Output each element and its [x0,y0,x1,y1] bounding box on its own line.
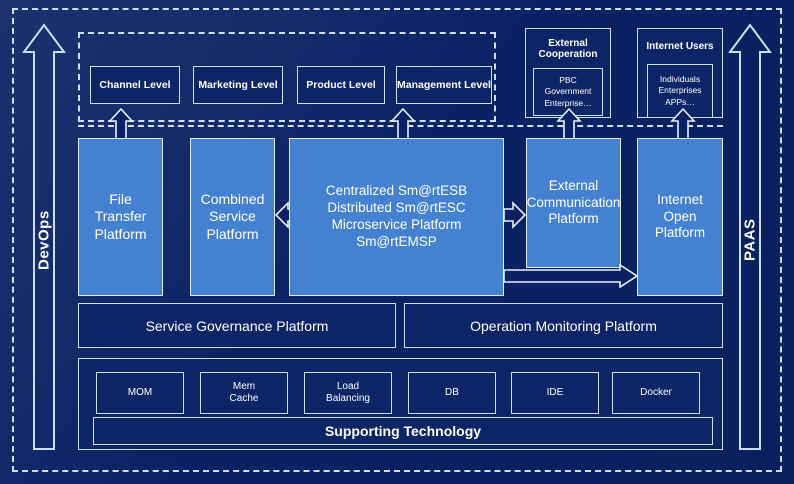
service-governance-platform-label: Service Governance Platform [145,317,329,334]
platform-internet-open-line-1: Internet [657,191,703,207]
operation-monitoring-platform[interactable]: Operation Monitoring Platform [404,303,723,348]
platform-file-transfer[interactable]: File Transfer Platform [78,138,163,296]
supporting-tech-ide-line-1: IDE [546,386,564,398]
business-levels-group [78,32,496,122]
supporting-tech-mem-cache[interactable]: Mem Cache [200,372,288,414]
service-governance-platform[interactable]: Service Governance Platform [78,303,396,348]
platform-external-communication-line-2: Communication [526,194,621,210]
supporting-technology-banner-label: Supporting Technology [324,423,482,439]
platform-combined-service-line-1: Combined [200,190,265,207]
arrow-right-esb-to-internet-open [503,263,639,289]
arrow-up-to-management-level [390,107,416,142]
business-level-channel-label: Channel Level [99,79,171,91]
platform-centralized-esb-line-1: Centralized Sm@rtESB [325,183,468,199]
supporting-technology-banner[interactable]: Supporting Technology [93,417,713,445]
business-level-management[interactable]: Management Level [396,66,492,104]
devops-rail-arrow [22,23,66,450]
platform-centralized-esb[interactable]: Centralized Sm@rtESB Distributed Sm@rtES… [289,138,504,296]
external-cooperation-body: PBC Government Enterprise… [544,75,592,108]
platform-external-communication-line-1: External [548,177,599,193]
external-cooperation-title-wrap: External Cooperation [526,29,610,66]
platform-file-transfer-line-2: Transfer [94,208,147,225]
supporting-tech-ide[interactable]: IDE [511,372,599,414]
supporting-tech-mom-line-1: MOM [127,386,153,398]
supporting-tech-db-line-1: DB [445,386,459,398]
platform-combined-service[interactable]: Combined Service Platform [190,138,275,296]
supporting-tech-db[interactable]: DB [408,372,496,414]
internet-users-title-wrap: Internet Users [638,29,722,60]
devops-rail-label: DevOps [35,210,53,270]
supporting-tech-load-balancing[interactable]: Load Balancing [304,372,392,414]
platform-combined-service-line-2: Service [209,208,256,225]
internet-users-group[interactable]: Internet Users Individuals Enterprises A… [637,28,723,118]
business-level-channel[interactable]: Channel Level [90,66,180,104]
business-level-marketing[interactable]: Marketing Level [193,66,283,104]
supporting-tech-load-balancing-line-2: Balancing [326,393,370,404]
platform-external-communication[interactable]: External Communication Platform [526,138,621,268]
platform-file-transfer-line-3: Platform [94,225,147,242]
supporting-tech-docker[interactable]: Docker [612,372,700,414]
external-cooperation-title: External Cooperation [538,37,598,61]
supporting-tech-mom[interactable]: MOM [96,372,184,414]
business-level-marketing-label: Marketing Level [198,79,278,91]
external-cooperation-body-box: PBC Government Enterprise… [533,68,603,116]
supporting-tech-mem-cache-line-1: Mem [232,380,256,392]
platform-combined-service-line-3: Platform [206,225,259,242]
platform-internet-open-line-2: Open [663,208,697,224]
paas-rail-label: PAAS [741,218,759,262]
platform-centralized-esb-line-3: Microservice Platform Sm@rtEMSP [331,217,462,249]
internet-users-body: Individuals Enterprises APPs… [658,73,702,107]
business-level-management-label: Management Level [397,79,491,91]
platform-centralized-esb-line-2: Distributed Sm@rtESC [327,200,466,216]
business-level-product-label: Product Level [306,79,376,91]
supporting-tech-load-balancing-line-1: Load [336,380,360,392]
platform-internet-open-line-3: Platform [654,225,706,241]
supporting-tech-mem-cache-line-2: Cache [229,393,259,404]
outer-dashed-frame [12,8,782,472]
arrow-right-esb-to-external-comm [503,201,527,229]
internet-users-title: Internet Users [646,41,714,53]
arrow-up-to-internet-users [670,107,696,142]
external-cooperation-group[interactable]: External Cooperation PBC Government Ente… [525,28,611,118]
business-level-product[interactable]: Product Level [297,66,385,104]
arrow-up-to-external-cooperation [556,107,582,142]
operation-monitoring-platform-label: Operation Monitoring Platform [470,317,657,334]
supporting-tech-docker-line-1: Docker [640,386,672,398]
platform-file-transfer-line-1: File [109,190,132,207]
platform-internet-open[interactable]: Internet Open Platform [637,138,723,296]
arrow-up-to-channel-level [108,107,134,142]
paas-rail-arrow [728,23,772,450]
platform-external-communication-line-3: Platform [548,211,599,227]
